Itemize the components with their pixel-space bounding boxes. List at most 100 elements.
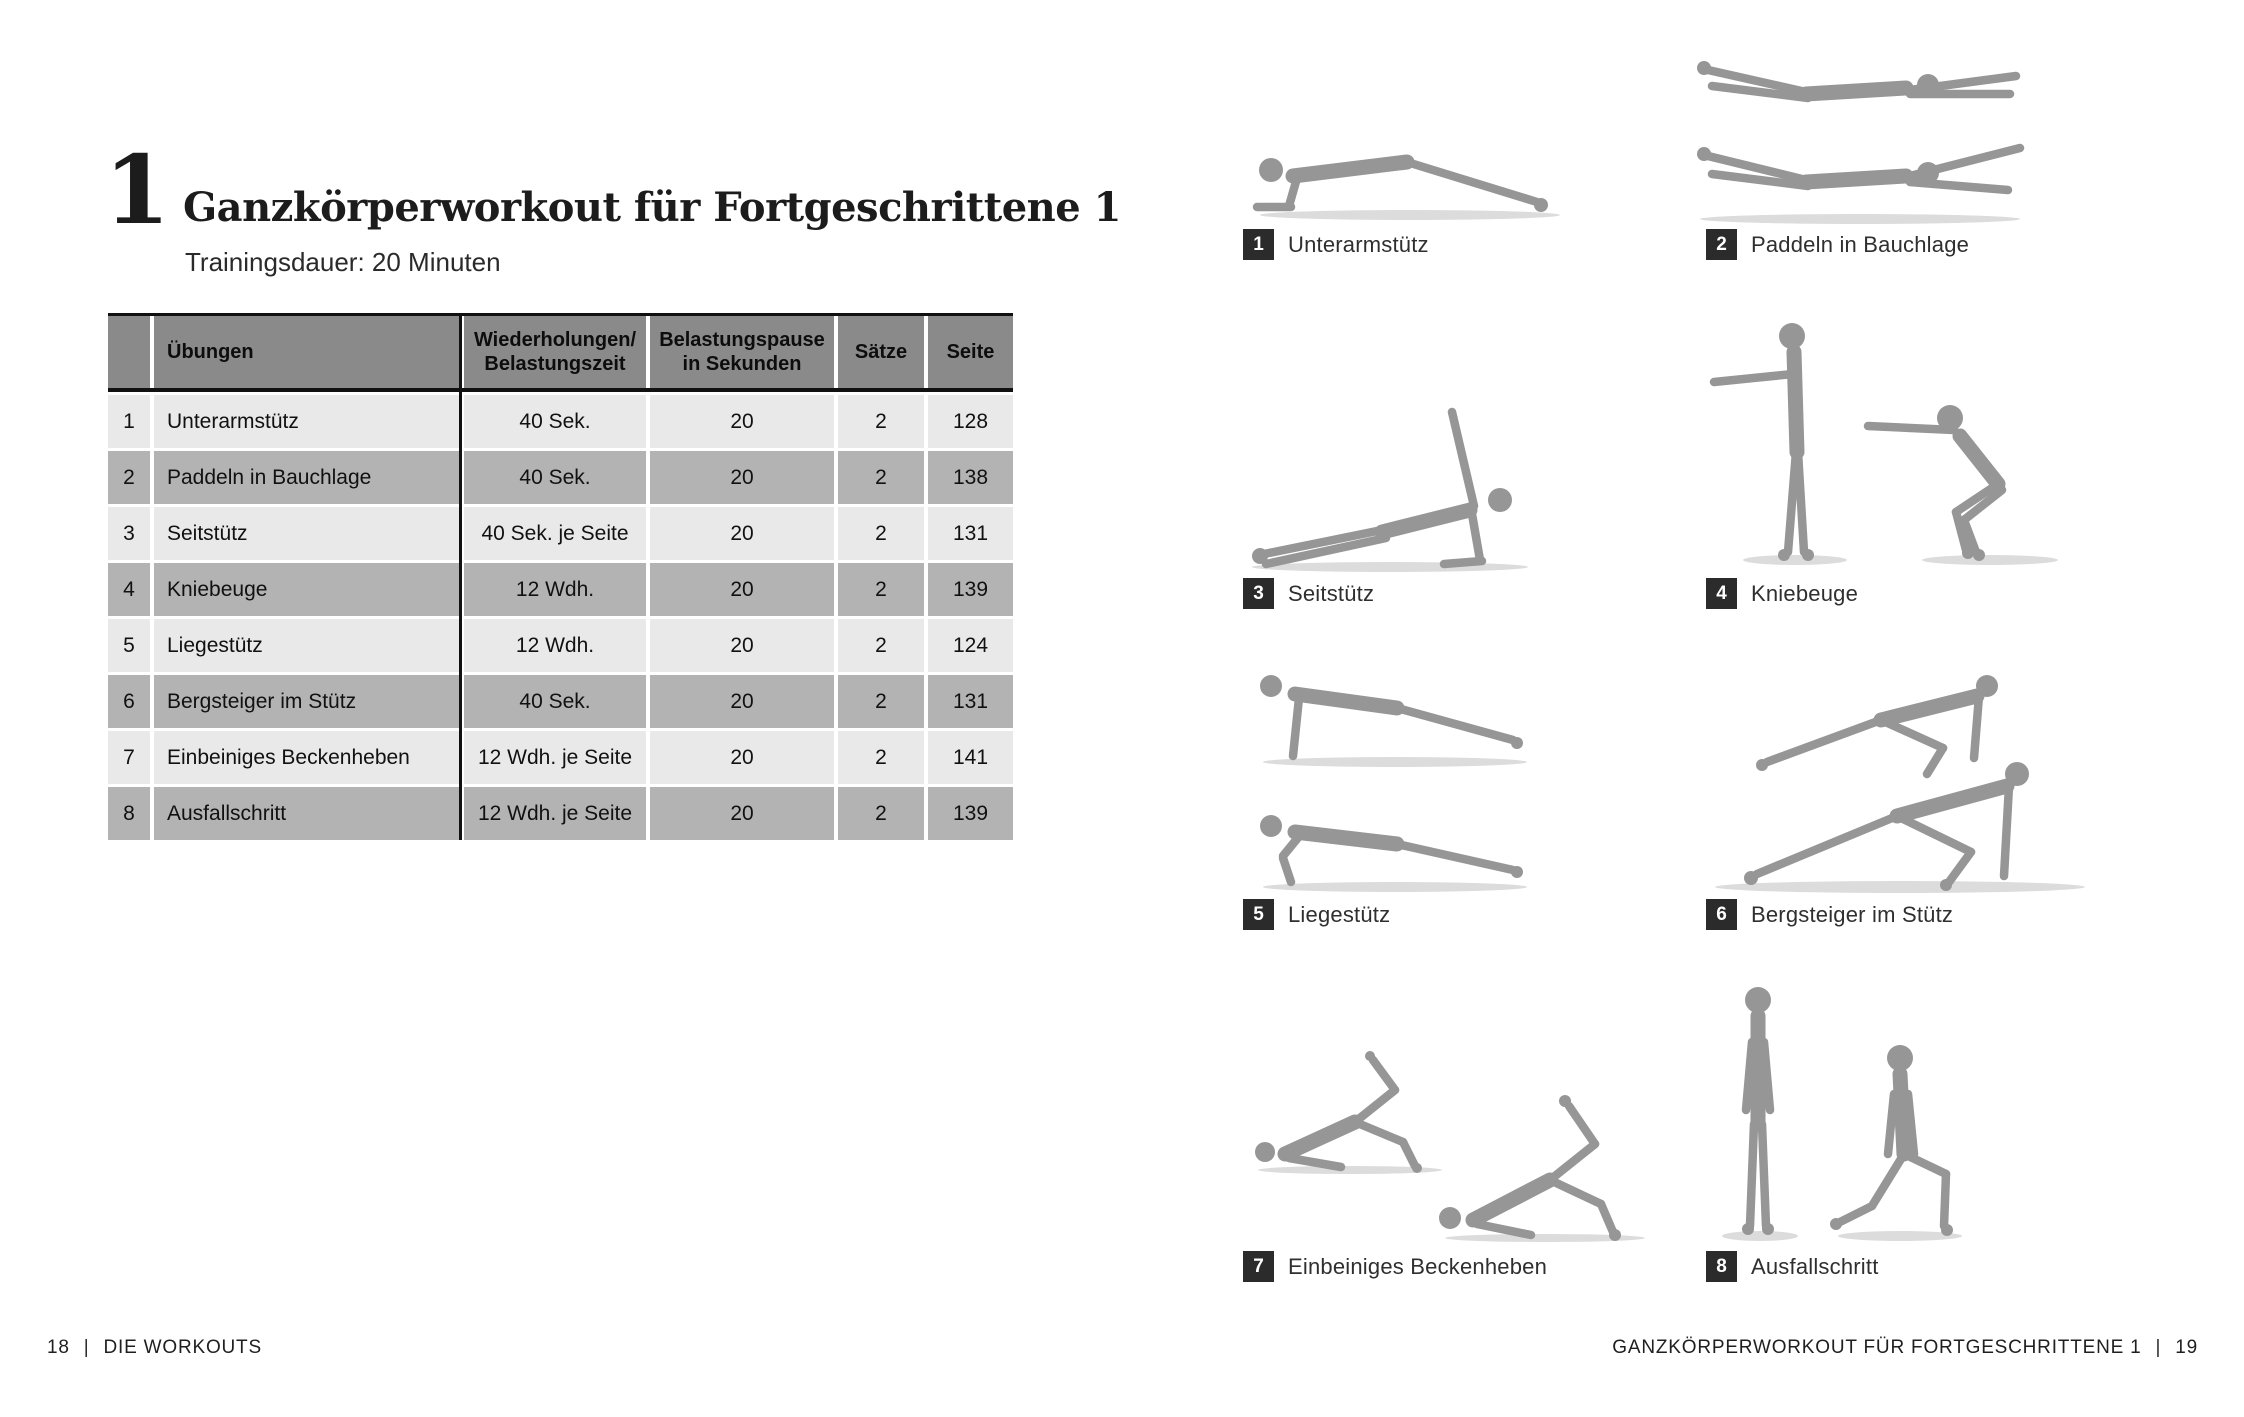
row-exercise-cell: Seitstütz <box>154 507 460 560</box>
illustration-beckenheben-svg <box>1255 1051 1645 1242</box>
figure-label-text: Bergsteiger im Stütz <box>1751 901 1954 927</box>
figure-label-8: 8 Ausfallschritt <box>1706 1251 1879 1282</box>
header-reps: Wiederholungen/ Belastungszeit <box>464 316 646 388</box>
figure-label-6: 6 Bergsteiger im Stütz <box>1706 899 1953 930</box>
row-pause-cell: 20 <box>650 675 834 728</box>
illustration-ausfallschritt-svg <box>1722 987 1962 1241</box>
figure-number-badge: 7 <box>1243 1251 1274 1282</box>
row-reps-cell: 12 Wdh. je Seite <box>464 731 646 784</box>
footer-page-number: 18 <box>47 1337 70 1358</box>
figure-number-badge: 8 <box>1706 1251 1737 1282</box>
illustration-liegestuetz <box>1245 650 1535 900</box>
row-sets-cell: 2 <box>838 619 924 672</box>
table-top-border <box>108 313 1013 316</box>
header-pause-line2: in Sekunden <box>682 353 802 375</box>
row-page-cell: 139 <box>928 787 1013 840</box>
header-exercises: Übungen <box>154 316 460 388</box>
row-exercise-cell: Paddeln in Bauchlage <box>154 451 460 504</box>
figure-label-2: 2 Paddeln in Bauchlage <box>1706 229 1969 260</box>
figure-label-5: 5 Liegestütz <box>1243 899 1390 930</box>
row-reps-cell: 40 Sek. <box>464 395 646 448</box>
row-exercise-cell: Bergsteiger im Stütz <box>154 675 460 728</box>
footer-chapter-label: GANZKÖRPERWORKOUT FÜR FORTGESCHRITTENE 1 <box>1612 1337 2142 1358</box>
row-pause-cell: 20 <box>650 731 834 784</box>
row-sets-cell: 2 <box>838 787 924 840</box>
row-page-cell: 141 <box>928 731 1013 784</box>
illustration-bergsteiger-im-stuetz <box>1685 650 2110 900</box>
row-number-cell: 4 <box>108 563 150 616</box>
row-sets-cell: 2 <box>838 563 924 616</box>
figure-number-badge: 1 <box>1243 229 1274 260</box>
row-page-cell: 124 <box>928 619 1013 672</box>
header-pause: Belastungspause in Sekunden <box>650 316 834 388</box>
row-page-cell: 128 <box>928 395 1013 448</box>
row-number-cell: 7 <box>108 731 150 784</box>
row-reps-cell: 12 Wdh. <box>464 563 646 616</box>
figure-label-4: 4 Kniebeuge <box>1706 578 1858 609</box>
row-number-cell: 5 <box>108 619 150 672</box>
figure-number-badge: 6 <box>1706 899 1737 930</box>
footer-separator: | <box>2155 1337 2162 1358</box>
table-vertical-divider <box>459 313 462 840</box>
row-pause-cell: 20 <box>650 787 834 840</box>
row-exercise-cell: Liegestütz <box>154 619 460 672</box>
figure-label-1: 1 Unterarmstütz <box>1243 229 1429 260</box>
figure-number-badge: 4 <box>1706 578 1737 609</box>
figure-label-text: Einbeiniges Beckenheben <box>1288 1253 1548 1279</box>
header-number <box>108 316 150 388</box>
row-page-cell: 138 <box>928 451 1013 504</box>
row-pause-cell: 20 <box>650 451 834 504</box>
row-page-cell: 131 <box>928 507 1013 560</box>
footer-section-label: DIE WORKOUTS <box>103 1337 262 1358</box>
row-reps-cell: 12 Wdh. je Seite <box>464 787 646 840</box>
row-number-cell: 2 <box>108 451 150 504</box>
row-sets-cell: 2 <box>838 731 924 784</box>
row-page-cell: 139 <box>928 563 1013 616</box>
row-reps-cell: 40 Sek. je Seite <box>464 507 646 560</box>
row-sets-cell: 2 <box>838 395 924 448</box>
illustration-bergsteiger-svg <box>1715 675 2085 893</box>
table-header-row: Übungen Wiederholungen/ Belastungszeit B… <box>108 316 1013 388</box>
row-sets-cell: 2 <box>838 507 924 560</box>
row-number-cell: 1 <box>108 395 150 448</box>
illustration-seitstuetz <box>1240 380 1540 580</box>
row-exercise-cell: Einbeiniges Beckenheben <box>154 731 460 784</box>
footer-left: 18 | DIE WORKOUTS <box>47 1337 262 1359</box>
footer-page-number: 19 <box>2175 1337 2198 1358</box>
figure-number-badge: 3 <box>1243 578 1274 609</box>
illustration-einbeiniges-beckenheben <box>1245 1040 1655 1250</box>
header-reps-line1: Wiederholungen/ <box>473 328 637 351</box>
row-number-cell: 3 <box>108 507 150 560</box>
illustration-liegestuetz-svg <box>1260 675 1527 892</box>
figure-label-text: Seitstütz <box>1288 580 1375 606</box>
illustration-unterarmstuetz-svg <box>1252 154 1560 220</box>
figure-label-text: Unterarmstütz <box>1288 231 1429 257</box>
row-pause-cell: 20 <box>650 563 834 616</box>
illustration-ausfallschritt <box>1700 972 1970 1252</box>
footer-right: GANZKÖRPERWORKOUT FÜR FORTGESCHRITTENE 1… <box>1612 1337 2198 1359</box>
footer-separator: | <box>83 1337 90 1358</box>
row-pause-cell: 20 <box>650 395 834 448</box>
row-exercise-cell: Kniebeuge <box>154 563 460 616</box>
row-reps-cell: 40 Sek. <box>464 451 646 504</box>
row-sets-cell: 2 <box>838 675 924 728</box>
figure-label-7: 7 Einbeiniges Beckenheben <box>1243 1251 1547 1282</box>
figure-label-text: Liegestütz <box>1288 901 1391 927</box>
page-title: Ganzkörperworkout für Fortgeschrittene 1 <box>183 184 1121 231</box>
row-number-cell: 6 <box>108 675 150 728</box>
table-header-bottom-border <box>108 388 1013 392</box>
figure-label-text: Paddeln in Bauchlage <box>1751 231 1970 257</box>
training-duration: Trainingsdauer: 20 Minuten <box>185 247 501 277</box>
figure-number-badge: 2 <box>1706 229 1737 260</box>
row-reps-cell: 12 Wdh. <box>464 619 646 672</box>
illustration-paddeln-in-bauchlage <box>1688 42 2033 232</box>
illustration-unterarmstuetz <box>1245 112 1565 227</box>
figure-label-3: 3 Seitstütz <box>1243 578 1374 609</box>
row-page-cell: 131 <box>928 675 1013 728</box>
header-pause-line1: Belastungspause <box>659 328 825 351</box>
figure-label-text: Kniebeuge <box>1751 580 1859 606</box>
header-sets: Sätze <box>838 316 924 388</box>
illustration-kniebeuge-svg <box>1709 323 2058 565</box>
illustration-kniebeuge <box>1700 300 2090 575</box>
